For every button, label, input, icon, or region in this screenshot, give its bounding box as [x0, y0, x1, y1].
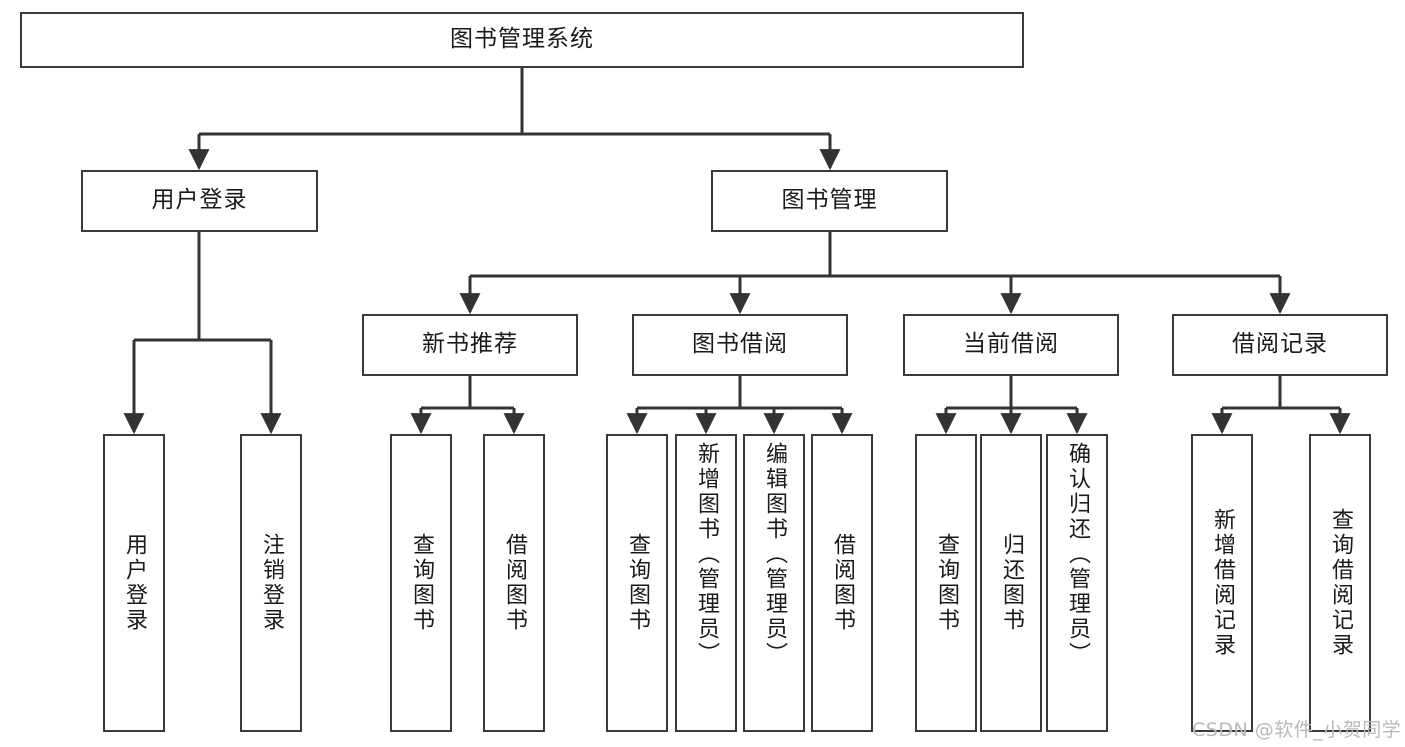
node-leaf-return-book[interactable]: 归还图书 — [980, 434, 1042, 732]
node-book-borrow-label: 图书借阅 — [692, 331, 788, 358]
node-leaf-edit-book[interactable]: 编辑图书（管理员） — [743, 434, 805, 732]
node-leaf-add-book-label: 新增图书（管理员） — [693, 442, 719, 667]
node-leaf-query-book-2-label: 查询图书 — [624, 533, 650, 633]
node-leaf-borrow-book-1-label: 借阅图书 — [501, 533, 527, 633]
node-root[interactable]: 图书管理系统 — [20, 12, 1024, 68]
node-new-book-recommend-label: 新书推荐 — [422, 331, 518, 358]
node-leaf-return-book-label: 归还图书 — [998, 533, 1024, 633]
watermark: CSDN @软件_小贺同学 — [1192, 719, 1402, 741]
node-borrow-record-label: 借阅记录 — [1232, 331, 1328, 358]
node-user-login-label: 用户登录 — [151, 187, 248, 214]
node-root-label: 图书管理系统 — [450, 26, 594, 53]
node-leaf-query-book-3[interactable]: 查询图书 — [915, 434, 977, 732]
node-leaf-query-record-label: 查询借阅记录 — [1327, 508, 1353, 658]
node-user-login[interactable]: 用户登录 — [81, 170, 318, 232]
node-leaf-add-book[interactable]: 新增图书（管理员） — [675, 434, 737, 732]
node-leaf-query-record[interactable]: 查询借阅记录 — [1309, 434, 1371, 732]
node-leaf-add-record-label: 新增借阅记录 — [1209, 508, 1235, 658]
node-leaf-edit-book-label: 编辑图书（管理员） — [761, 442, 787, 667]
node-leaf-query-book-3-label: 查询图书 — [933, 533, 959, 633]
node-leaf-query-book-1-label: 查询图书 — [408, 533, 434, 633]
node-leaf-confirm-return-label: 确认归还（管理员） — [1064, 442, 1090, 667]
node-book-manage[interactable]: 图书管理 — [711, 170, 948, 232]
node-leaf-confirm-return[interactable]: 确认归还（管理员） — [1046, 434, 1108, 732]
node-leaf-logout-login-label: 注销登录 — [258, 533, 284, 633]
node-borrow-record[interactable]: 借阅记录 — [1172, 314, 1388, 376]
node-leaf-user-login-label: 用户登录 — [121, 533, 147, 633]
node-leaf-borrow-book-2-label: 借阅图书 — [829, 533, 855, 633]
node-leaf-user-login[interactable]: 用户登录 — [103, 434, 165, 732]
node-current-borrow[interactable]: 当前借阅 — [903, 314, 1119, 376]
node-leaf-borrow-book-1[interactable]: 借阅图书 — [483, 434, 545, 732]
node-leaf-add-record[interactable]: 新增借阅记录 — [1191, 434, 1253, 732]
node-leaf-query-book-1[interactable]: 查询图书 — [390, 434, 452, 732]
node-book-borrow[interactable]: 图书借阅 — [632, 314, 848, 376]
node-new-book-recommend[interactable]: 新书推荐 — [362, 314, 578, 376]
node-current-borrow-label: 当前借阅 — [963, 331, 1059, 358]
node-book-manage-label: 图书管理 — [781, 187, 878, 214]
node-leaf-query-book-2[interactable]: 查询图书 — [606, 434, 668, 732]
node-leaf-borrow-book-2[interactable]: 借阅图书 — [811, 434, 873, 732]
node-leaf-logout-login[interactable]: 注销登录 — [240, 434, 302, 732]
